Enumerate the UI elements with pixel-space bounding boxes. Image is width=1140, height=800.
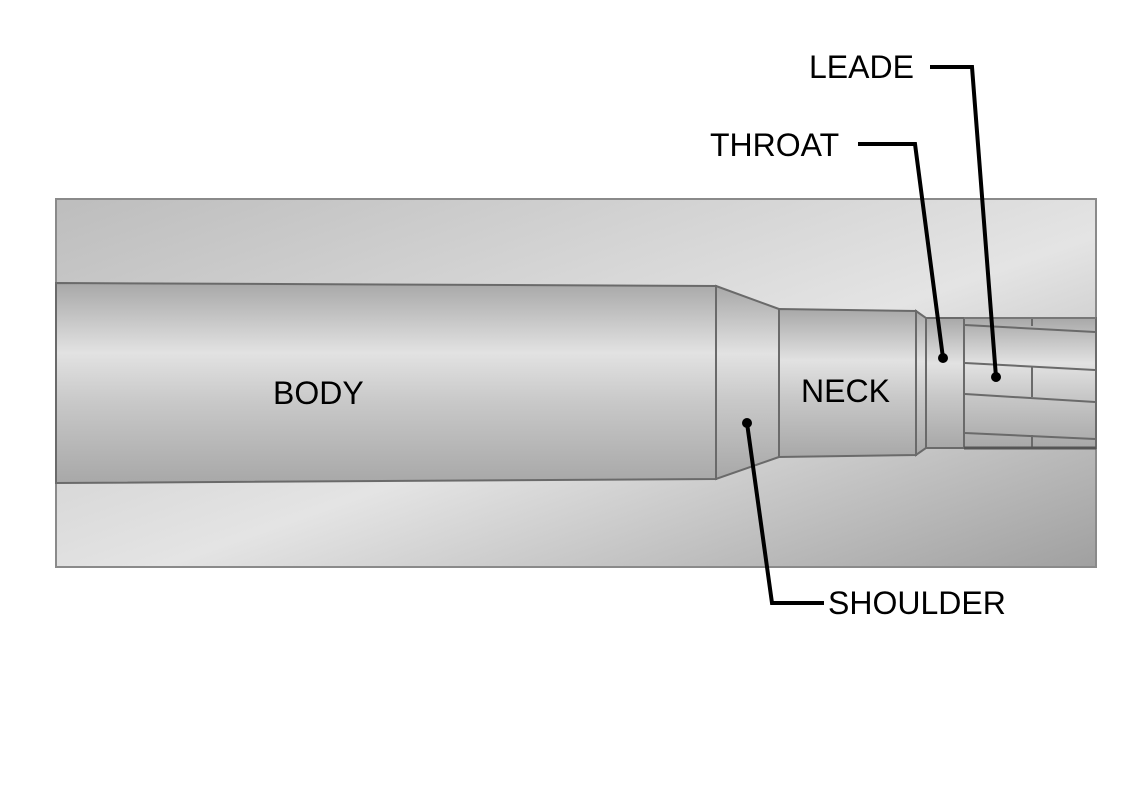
shoulder-callout bbox=[742, 418, 824, 605]
neck-cone bbox=[915, 309, 927, 457]
neck-label: NECK bbox=[801, 373, 890, 409]
throat-callout bbox=[858, 142, 948, 363]
throat-label: THROAT bbox=[710, 127, 839, 163]
leade-callout bbox=[930, 65, 1001, 382]
throat-section bbox=[925, 317, 965, 449]
shoulder-section bbox=[715, 284, 780, 481]
body-label: BODY bbox=[273, 375, 364, 411]
leade-section bbox=[963, 317, 1097, 449]
shoulder-label: SHOULDER bbox=[828, 585, 1006, 621]
leade-label: LEADE bbox=[809, 49, 914, 85]
body-section bbox=[55, 281, 717, 485]
rifling-lines bbox=[964, 318, 1096, 448]
